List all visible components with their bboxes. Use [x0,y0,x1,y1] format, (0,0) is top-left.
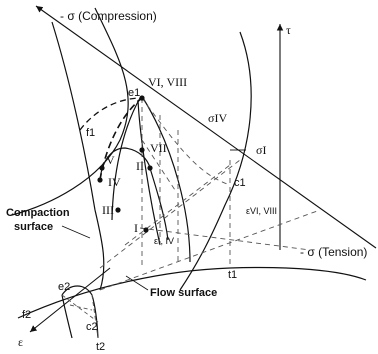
label-t1: t1 [228,269,237,281]
yield-lobe-iv [99,147,169,241]
sigma-i-label: σI [256,143,266,157]
compaction-surface-label-line1: Compaction [6,207,70,219]
compression-axis-label: - σ (Compression) [60,9,157,23]
label-e2: e2 [58,281,70,293]
label-iv: IV [108,175,121,189]
dashed-diag-5 [141,139,176,191]
tension-axis-label: - σ (Tension) [300,245,367,259]
dashed-diag-4 [139,227,311,251]
dashed-lower-3 [91,294,99,339]
dashed-diag-1 [124,164,231,246]
label-i: I [134,221,138,235]
yield-lobe-e1-inner [111,97,141,221]
dashed-path-f1-top [79,97,143,131]
label-c1: c1 [234,177,246,189]
dashed-diag-2 [99,159,241,269]
label-iii: III [102,203,114,217]
label-ii: II [136,159,144,173]
flow-surface-label: Flow surface [150,287,217,299]
label-f1: f1 [86,127,95,139]
label-e1: e1 [128,87,140,99]
point-iii [115,207,121,213]
dashed-path-c1 [141,97,231,186]
right-curve [179,31,252,291]
point-ii [147,165,153,171]
epsilon-axis [29,267,111,333]
flow-leader [125,275,149,291]
label-t2: t2 [96,341,105,353]
left-outer-curve [11,7,129,216]
yield-lobe-left [137,99,161,246]
compaction-leader [61,225,91,239]
label-vi-viii: VI, VIII [148,75,187,89]
epsilon-axis-label: ε [18,335,23,349]
tau-axis-label: τ [286,23,291,37]
dashed-lower-1 [69,304,93,311]
label-c2: c2 [86,321,98,333]
label-v: V [106,153,115,167]
left-inner-curve [51,21,105,291]
point-vii [139,147,145,153]
dashed-path-f1-e1 [99,97,143,181]
point-v [99,165,105,171]
point-iv [97,177,103,183]
point-i [143,227,149,233]
yield-lobe-bottom-left [61,294,73,339]
dashed-diag-3 [99,209,321,291]
compaction-surface-label-line2: surface [14,221,53,233]
label-f2: f2 [22,309,31,321]
sigma-iv-label: σIV [208,111,227,125]
epsilon-vi-viii-label: εVI, VIII [246,206,277,216]
flow-surface-curve [17,266,367,319]
epsilon-i-iv-label: εI, IV [154,236,174,246]
dashed-lower-2 [61,294,99,323]
compression-axis [35,5,377,249]
yield-lobe-e1-t1 [142,97,191,263]
label-vii: VII [150,141,167,155]
point-vi-viii [139,95,145,101]
